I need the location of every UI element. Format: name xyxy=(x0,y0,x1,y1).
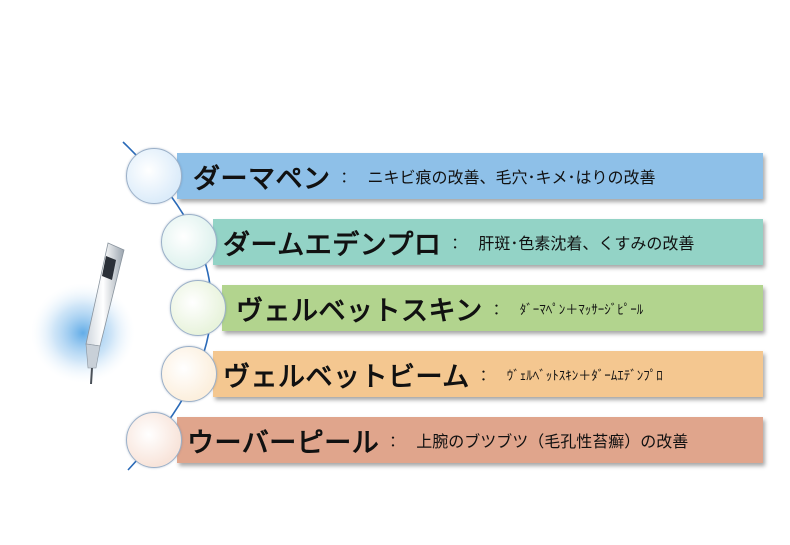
treatment-description: ｳﾞｪﾙﾍﾞｯﾄｽｷﾝ＋ﾀﾞｰﾑｴﾃﾞﾝﾌﾟﾛ xyxy=(506,368,663,384)
treatment-name: ダーマペン xyxy=(193,163,331,195)
treatment-circle xyxy=(161,346,217,402)
treatment-circle xyxy=(126,412,182,468)
treatment-bar: ヴェルベットビーム ： ｳﾞｪﾙﾍﾞｯﾄｽｷﾝ＋ﾀﾞｰﾑｴﾃﾞﾝﾌﾟﾛ xyxy=(213,351,763,397)
treatment-circle xyxy=(161,214,217,270)
separator-colon: ： xyxy=(389,431,405,450)
separator-colon: ： xyxy=(492,299,508,318)
treatment-description: 肝斑･色素沈着、くすみの改善 xyxy=(478,234,695,253)
treatment-name: ウーバーピール xyxy=(187,427,380,459)
treatment-name: ダームエデンプロ xyxy=(223,229,442,261)
treatment-description: ニキビ痕の改善、毛穴･キメ･はりの改善 xyxy=(367,168,656,187)
separator-colon: ： xyxy=(479,365,495,384)
treatment-bar: ヴェルベットスキン ： ﾀﾞｰﾏﾍﾟﾝ＋ﾏｯｻｰｼﾞﾋﾟｰﾙ xyxy=(222,285,763,331)
treatment-circle xyxy=(126,148,182,204)
dermapen-device-icon xyxy=(31,242,135,385)
treatment-name: ヴェルベットビーム xyxy=(223,361,470,393)
treatment-bar: ダーマペン ： ニキビ痕の改善、毛穴･キメ･はりの改善 xyxy=(177,153,763,199)
treatment-name: ヴェルベットスキン xyxy=(236,295,483,327)
treatment-description: ﾀﾞｰﾏﾍﾟﾝ＋ﾏｯｻｰｼﾞﾋﾟｰﾙ xyxy=(519,302,644,318)
separator-colon: ： xyxy=(451,233,467,252)
treatment-description: 上腕のブツブツ（毛孔性苔癬）の改善 xyxy=(416,432,689,451)
separator-colon: ： xyxy=(340,167,356,186)
treatment-circle xyxy=(170,280,226,336)
treatment-bar: ダームエデンプロ ： 肝斑･色素沈着、くすみの改善 xyxy=(213,219,763,265)
treatment-bar: ウーバーピール ： 上腕のブツブツ（毛孔性苔癬）の改善 xyxy=(177,417,763,463)
